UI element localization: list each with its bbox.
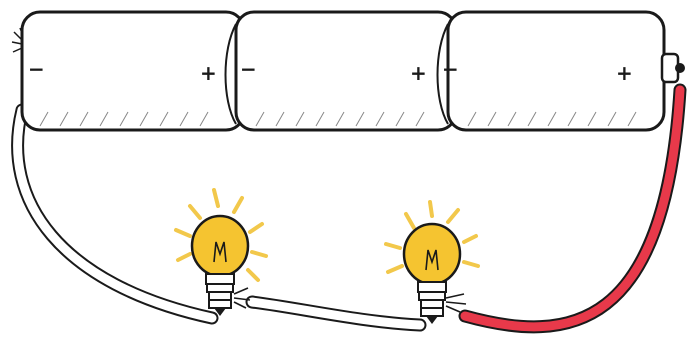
battery-2-positive-label: +	[410, 61, 427, 85]
battery-2: − +	[226, 12, 457, 130]
wire-left	[18, 110, 212, 318]
light-bulb-icon	[386, 202, 478, 324]
battery-1-positive-label: +	[200, 61, 217, 85]
battery-3: − +	[438, 12, 686, 130]
battery-2-negative-label: −	[240, 57, 257, 81]
battery-3-positive-label: +	[616, 61, 633, 85]
battery-1: − +	[22, 12, 244, 130]
battery-3-negative-label: −	[442, 57, 459, 81]
battery-1-negative-label: −	[28, 57, 45, 81]
